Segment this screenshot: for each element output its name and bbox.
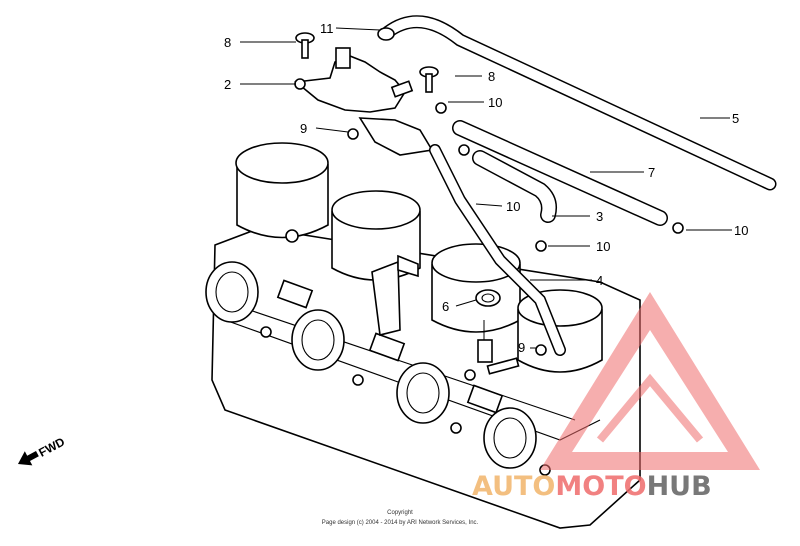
callout-8-upper: 8 [224, 35, 231, 50]
forward-direction-indicator: FWD [17, 434, 67, 466]
clip-11 [377, 27, 395, 41]
callout-9-a: 9 [300, 121, 307, 136]
clip-10-c [535, 240, 547, 252]
callout-10-c: 10 [596, 239, 610, 254]
callout-5: 5 [732, 111, 739, 126]
callout-11: 11 [320, 21, 334, 36]
watermark-triangle-icon [540, 292, 760, 470]
leader-lines [240, 27, 732, 349]
callout-9-b: 9 [518, 340, 525, 355]
clip-10-d [672, 222, 684, 234]
bolt-8-upper [295, 32, 315, 59]
hose-5 [381, 15, 777, 191]
callout-6: 6 [442, 299, 449, 314]
hose-7 [452, 120, 668, 226]
callout-10-a: 10 [488, 95, 502, 110]
clip-9-a [347, 128, 359, 140]
arrow-icon [17, 450, 39, 466]
callout-7: 7 [648, 165, 655, 180]
hose-3 [472, 150, 557, 223]
callout-8-right: 8 [488, 69, 495, 84]
clip-9-b [535, 344, 547, 356]
callout-labels: 8 2 11 8 10 9 5 7 10 3 10 10 4 6 9 [224, 21, 748, 355]
clip-10-a [435, 102, 447, 114]
callout-3: 3 [596, 209, 603, 224]
clip-6 [475, 289, 501, 307]
air-vent-fitting [294, 47, 434, 156]
callout-10-b: 10 [506, 199, 520, 214]
clip-10-b [458, 144, 470, 156]
hose-4 [429, 144, 566, 356]
copyright-title: Copyright [387, 510, 413, 516]
copyright-text: Page design (c) 2004 - 2014 by ARI Netwo… [322, 520, 479, 526]
callout-2: 2 [224, 77, 231, 92]
callout-4: 4 [596, 273, 603, 288]
callout-10-d: 10 [734, 223, 748, 238]
fwd-label: FWD [36, 434, 67, 459]
bolt-8-right [419, 66, 439, 93]
nipple-fitting [477, 339, 520, 375]
watermark-logo: AUTOMOTOHUB [472, 292, 760, 502]
watermark-text: AUTOMOTOHUB [472, 471, 712, 502]
